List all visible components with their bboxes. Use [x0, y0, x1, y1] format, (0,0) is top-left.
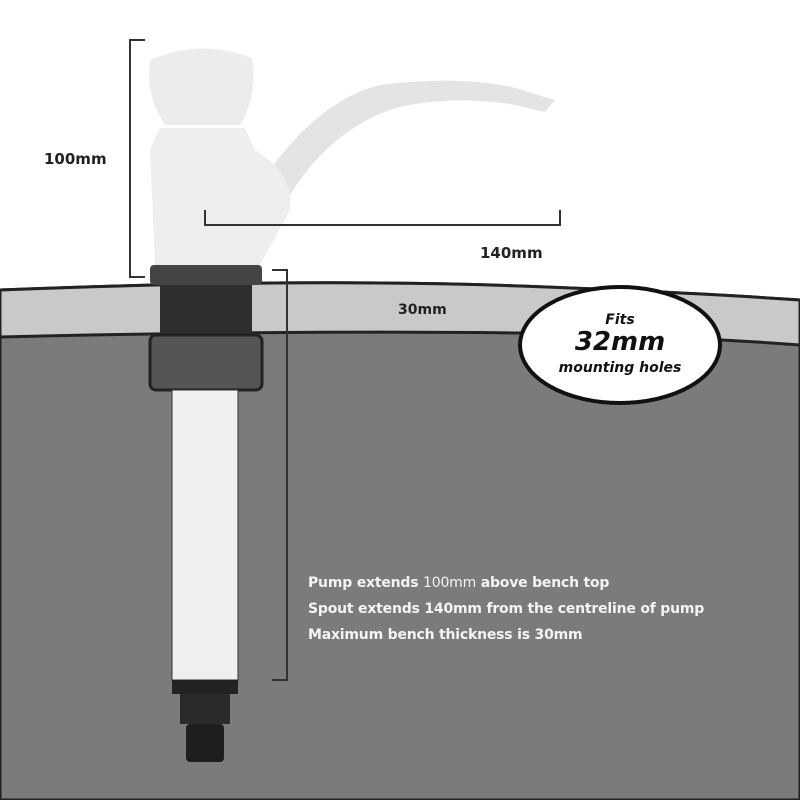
collar-thread [160, 285, 252, 335]
pump-tube [171, 389, 239, 681]
below-bench-bracket [272, 269, 288, 681]
height-label: 100mm [44, 150, 107, 168]
spout-label: 140mm [480, 244, 543, 262]
note-bench: Maximum bench thickness is 30mm [308, 627, 583, 643]
pump-body [150, 128, 291, 265]
mounting-hole-badge [518, 285, 722, 405]
note-spout: Spout extends 140mm from the centreline … [308, 601, 705, 617]
note-text: above bench top [476, 575, 610, 591]
note-value: 100mm [423, 575, 477, 591]
locking-nut [148, 333, 264, 392]
note-pump-height: Pump extends 100mm above bench top [308, 575, 609, 591]
badge-fits: Fits [605, 312, 635, 328]
badge-size: 32mm [574, 327, 666, 357]
collar-nut [150, 265, 262, 285]
height-bracket [129, 39, 145, 278]
spout [270, 80, 555, 195]
spout-bracket [204, 210, 561, 226]
badge-mounting: mounting holes [558, 360, 682, 376]
hose-barb [186, 724, 224, 762]
note-text: Pump extends [308, 575, 424, 591]
pump-cap [149, 48, 254, 125]
bottom-fitting [172, 680, 238, 694]
hose-adapter [180, 694, 230, 724]
bench-label: 30mm [398, 302, 447, 318]
